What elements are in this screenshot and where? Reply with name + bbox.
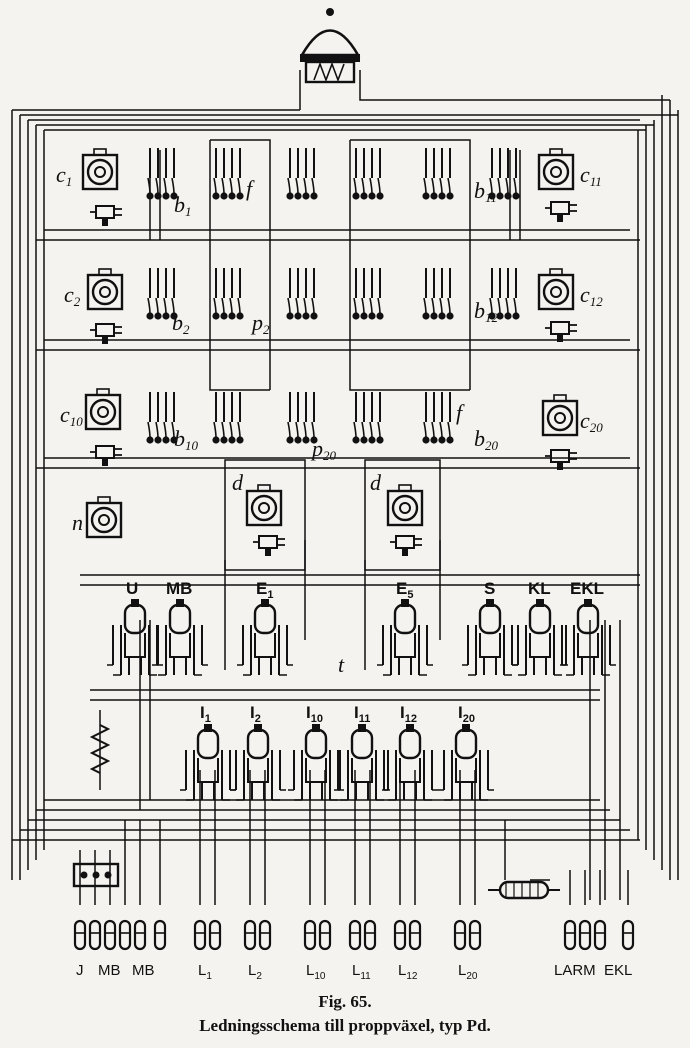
svg-text:I11: I11 [354, 703, 370, 725]
figure-title: Ledningsschema till proppväxel, typ Pd. [199, 1016, 491, 1035]
svg-text:L2: L2 [248, 962, 262, 982]
svg-text:I20: I20 [458, 703, 475, 725]
svg-text:LARM: LARM [554, 962, 596, 979]
svg-text:S: S [484, 579, 495, 598]
svg-text:L1: L1 [198, 962, 212, 982]
svg-text:b1: b1 [174, 192, 192, 219]
coil-icon [488, 880, 560, 900]
svg-text:E1: E1 [256, 579, 273, 601]
svg-text:d: d [232, 470, 244, 495]
svg-text:I1: I1 [200, 703, 211, 725]
svg-text:EKL: EKL [570, 579, 604, 598]
svg-text:I10: I10 [306, 703, 323, 725]
svg-text:c10: c10 [60, 402, 83, 429]
wiring-diagram: c1 b1 c2 b2 c10 b10 n c11 b11 c12 b12 c2… [11, 8, 679, 982]
svg-text:b12: b12 [474, 298, 499, 325]
svg-text:d: d [370, 470, 382, 495]
bell-icon [299, 8, 361, 84]
wiring-lines [11, 70, 679, 905]
svg-text:L11: L11 [352, 962, 371, 982]
terminals: J MB MB L1 L2 L10 L11 L12 L20 LARM EKL [73, 919, 635, 982]
line-jacks: I1 I2 I10 I11 I12 I20 [178, 703, 496, 802]
right-indicators: c11 b11 c12 b12 c20 b20 [474, 147, 603, 471]
terminal-block [72, 862, 120, 888]
figure-number: Fig. 65. [318, 992, 372, 1011]
svg-text:b2: b2 [172, 310, 190, 337]
svg-text:L10: L10 [306, 962, 326, 982]
svg-text:J: J [76, 962, 84, 979]
svg-text:MB: MB [98, 962, 121, 979]
svg-text:KL: KL [528, 579, 551, 598]
svg-text:b20: b20 [474, 426, 499, 453]
svg-text:c12: c12 [580, 282, 603, 309]
svg-text:L20: L20 [458, 962, 478, 982]
upper-jacks: U MB E1 E5 S KL EKL t [105, 579, 618, 677]
svg-text:c20: c20 [580, 408, 603, 435]
svg-text:E5: E5 [396, 579, 413, 601]
svg-text:p20: p20 [310, 436, 337, 463]
svg-text:n: n [72, 510, 83, 535]
svg-text:U: U [126, 579, 138, 598]
svg-text:c2: c2 [64, 282, 81, 309]
svg-text:p2: p2 [250, 310, 270, 337]
svg-text:b10: b10 [174, 426, 199, 453]
svg-text:I2: I2 [250, 703, 261, 725]
svg-text:EKL: EKL [604, 962, 632, 979]
svg-text:I12: I12 [400, 703, 417, 725]
svg-text:f: f [246, 176, 255, 201]
svg-text:MB: MB [132, 962, 155, 979]
key-grid: f f p2 p20 [211, 147, 465, 463]
svg-text:b11: b11 [474, 178, 497, 205]
svg-text:c11: c11 [580, 162, 602, 189]
svg-text:c1: c1 [56, 162, 72, 189]
svg-text:t: t [338, 652, 345, 677]
left-indicators: c1 b1 c2 b2 c10 b10 n [56, 147, 199, 539]
svg-text:MB: MB [166, 579, 192, 598]
svg-text:L12: L12 [398, 962, 418, 982]
svg-text:f: f [456, 400, 465, 425]
d-indicators: d d [232, 470, 424, 557]
